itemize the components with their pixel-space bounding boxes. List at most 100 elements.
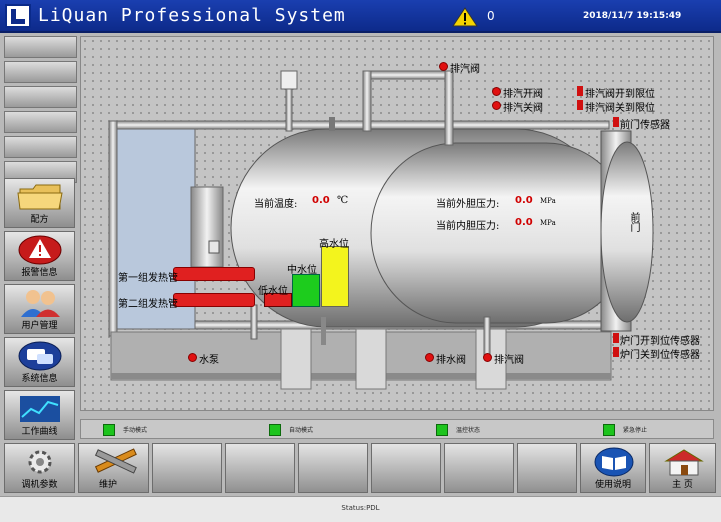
debug-params-button[interactable]: 调机参数 — [4, 443, 75, 493]
alarm-count: 0 — [487, 9, 495, 23]
app-title: LiQuan Professional System — [38, 5, 346, 26]
mode-label: 温控状态 — [456, 427, 481, 434]
door-open-sensor-label: 炉门开到位传感器 — [620, 336, 700, 347]
exhaust-valve-indicator — [439, 62, 448, 71]
alarm-icon — [18, 235, 62, 265]
vent-close-limit-indicator — [577, 100, 583, 110]
bottom-toolbar: 调机参数 维护 使用说明 主 页 — [4, 443, 716, 493]
users-icon — [21, 290, 60, 317]
sidebar-item-alarm[interactable]: 报警信息 — [4, 231, 75, 281]
home-button[interactable]: 主 页 — [649, 443, 716, 493]
datetime: 2018/11/7 19:15:49 — [583, 11, 682, 21]
empty-toolbar-button[interactable] — [225, 443, 295, 493]
outer-pressure-label: 当前外胆压力: — [436, 199, 500, 210]
logo-icon — [5, 4, 31, 28]
title-bar: LiQuan Professional System 0 2018/11/7 1… — [0, 0, 721, 33]
vent-open-limit-indicator — [577, 86, 583, 96]
sidebar-blank-button[interactable] — [4, 86, 77, 108]
sidebar-item-work-curve[interactable]: 工作曲线 — [4, 390, 75, 440]
high-level-bar — [321, 246, 349, 307]
status-text: Status:PDL — [341, 504, 380, 512]
empty-toolbar-button[interactable] — [298, 443, 368, 493]
sidebar-blank-button[interactable] — [4, 111, 77, 133]
water-pump-label: 水泵 — [199, 355, 219, 366]
exhaust-valve-label: 排汽阀 — [450, 64, 480, 75]
door-label: 前门 — [628, 212, 639, 232]
outer-pressure-value: 0.0 — [515, 195, 533, 206]
heater-1-label: 第一组发热管 — [118, 273, 178, 284]
manual-label: 使用说明 — [594, 480, 631, 490]
boiler-diagram: 第一组发热管 第二组发热管 低水位 中水位 高水位 当前温度: 0.0 ℃ 当前… — [80, 36, 714, 411]
empty-toolbar-button[interactable] — [152, 443, 222, 493]
empty-toolbar-button[interactable] — [517, 443, 577, 493]
exhaust-drain-valve-label: 排汽阀 — [494, 355, 524, 366]
sidebar-item-users[interactable]: 用户管理 — [4, 284, 75, 334]
door-open-sensor-indicator — [613, 333, 619, 343]
door-close-sensor-indicator — [613, 347, 619, 357]
sidebar-blank-button[interactable] — [4, 36, 77, 58]
chat-icon — [18, 341, 62, 371]
high-level-label: 高水位 — [319, 239, 349, 250]
door-close-sensor-label: 炉门关到位传感器 — [620, 350, 700, 361]
mode-auto: 自动模式 — [269, 423, 313, 436]
low-level-bar — [264, 293, 292, 307]
mode-led — [269, 423, 281, 436]
sidebar-item-recipe[interactable]: 配方 — [4, 178, 75, 228]
chart-icon — [20, 396, 60, 422]
mode-temp-control: 温控状态 — [436, 423, 480, 436]
sidebar-blank-button[interactable] — [4, 136, 77, 158]
sidebar: 配方 报警信息 用户管理 系统信息 — [4, 36, 77, 440]
mode-manual: 手动模式 — [103, 423, 147, 436]
outer-pressure-unit: MPa — [540, 197, 556, 205]
mode-emergency-stop: 紧急停止 — [603, 423, 647, 436]
water-pump-indicator — [188, 353, 197, 362]
empty-toolbar-button[interactable] — [444, 443, 514, 493]
inner-pressure-value: 0.0 — [515, 217, 533, 228]
vent-open-valve-label: 排汽开阀 — [503, 89, 543, 100]
maintenance-button[interactable]: 维护 — [78, 443, 149, 493]
mode-label: 紧急停止 — [623, 427, 648, 434]
sidebar-item-label: 报警信息 — [21, 268, 58, 278]
sidebar-item-label: 用户管理 — [21, 321, 58, 331]
vent-close-limit-label: 排汽阀关到限位 — [585, 103, 655, 114]
sidebar-item-label: 工作曲线 — [21, 427, 58, 437]
front-door-sensor-indicator — [613, 117, 619, 127]
exhaust-drain-valve-indicator — [483, 353, 492, 362]
inner-pressure-unit: MPa — [540, 219, 556, 227]
boiler-drawing — [108, 70, 654, 390]
low-level-label: 低水位 — [258, 286, 288, 297]
tools-icon — [94, 448, 137, 474]
sidebar-blank-button[interactable] — [4, 61, 77, 83]
vent-close-valve-indicator — [492, 101, 501, 110]
home-icon — [664, 449, 704, 476]
heater-2-label: 第二组发热管 — [118, 299, 178, 310]
folder-icon — [17, 184, 63, 210]
sidebar-item-label: 配方 — [30, 215, 49, 225]
mode-status-bar: 手动模式 自动模式 温控状态 紧急停止 — [80, 419, 714, 439]
sidebar-item-label: 系统信息 — [21, 374, 58, 384]
heater-2-indicator — [173, 293, 255, 307]
manual-button[interactable]: 使用说明 — [580, 443, 646, 493]
mode-led — [103, 423, 115, 436]
empty-toolbar-button[interactable] — [371, 443, 441, 493]
vent-open-valve-indicator — [492, 87, 501, 96]
sidebar-item-system-info[interactable]: 系统信息 — [4, 337, 75, 387]
warning-icon[interactable] — [452, 7, 478, 27]
heater-1-indicator — [173, 267, 255, 281]
vent-close-valve-label: 排汽关阀 — [503, 103, 543, 114]
inner-pressure-label: 当前内胆压力: — [436, 221, 500, 232]
mode-led — [436, 423, 448, 436]
vent-open-limit-label: 排汽阀开到限位 — [585, 89, 655, 100]
temperature-value: 0.0 — [312, 195, 330, 206]
front-door-sensor-label: 前门传感器 — [620, 120, 670, 131]
mode-label: 手动模式 — [123, 427, 148, 434]
mode-label: 自动模式 — [289, 427, 314, 434]
maintenance-label: 维护 — [99, 480, 118, 490]
mid-level-label: 中水位 — [287, 265, 317, 276]
debug-params-label: 调机参数 — [21, 480, 58, 490]
mode-led — [603, 423, 615, 436]
home-label: 主 页 — [672, 480, 693, 490]
book-icon — [594, 447, 634, 477]
mid-level-bar — [292, 274, 320, 307]
